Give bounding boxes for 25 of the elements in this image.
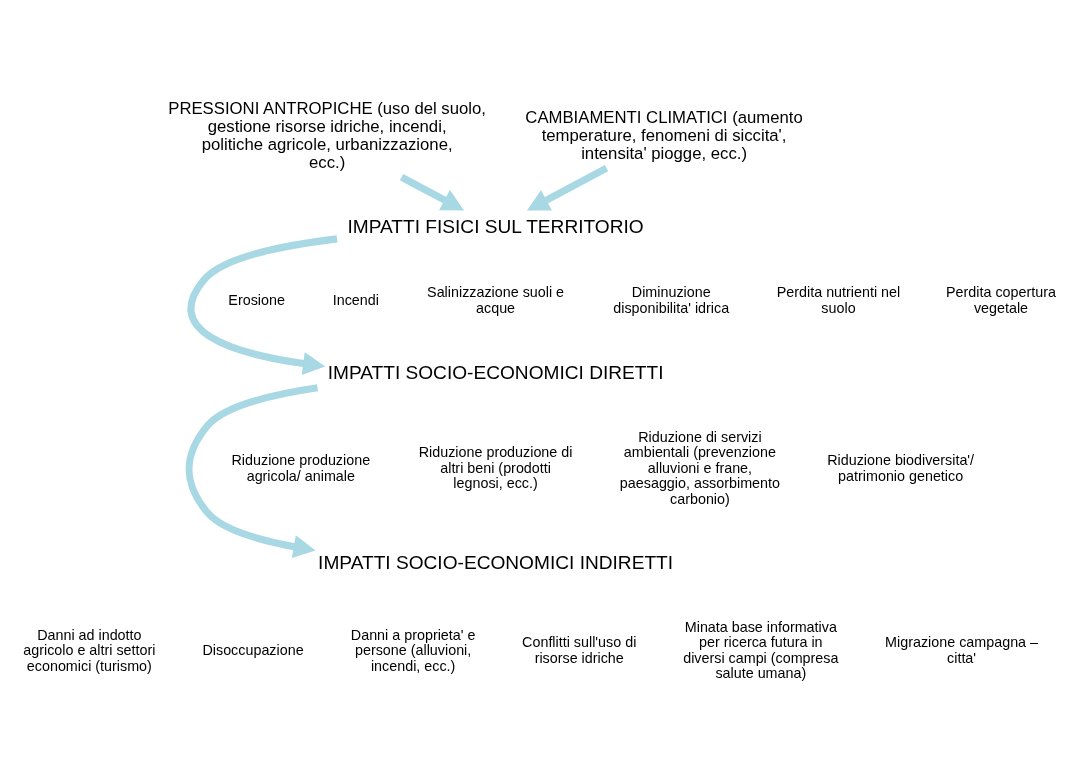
label: Danni ad indotto agricolo e altri settori economici (turismo): [23, 626, 156, 674]
label: Riduzione biodiversita'/ patrimonio genetico: [827, 451, 975, 484]
arrow: [526, 164, 609, 210]
label: Minata base informativa per ricerca futura in diversi campi (compresa salute umana): [683, 618, 839, 681]
label: Danni a proprieta' e persone (alluvioni, incendi, ecc.): [350, 626, 476, 674]
label: Salinizzazione suoli e acque: [427, 283, 565, 316]
label: Conflitti sull'uso di risorse idriche: [522, 633, 637, 666]
arrow: [185, 383, 319, 558]
label: Riduzione produzione agricola/ animale: [231, 451, 371, 484]
node-text: IMPATTI FISICI SUL TERRITORIO: [347, 215, 644, 237]
label: Riduzione produzione di altri beni (prodotti legnosi, ecc.): [418, 443, 573, 491]
label: Erosione: [228, 291, 285, 308]
label: Migrazione campagna – citta': [885, 633, 1039, 666]
node-text: IMPATTI SOCIO-ECONOMICI DIRETTI: [327, 361, 664, 383]
label: Disoccupazione: [202, 641, 304, 658]
label: Diminuzione disponibilita' idrica: [613, 283, 730, 316]
label: Perdita nutrienti nel suolo: [776, 283, 901, 316]
label: Perdita copertura vegetale: [946, 283, 1056, 316]
label: Incendi: [332, 291, 379, 308]
arrow: [187, 234, 338, 375]
node-text: CAMBIAMENTI CLIMATICI (aumento temperature, fenomeni di siccita', intensita' piogge, ecc.): [525, 107, 803, 163]
label: Riduzione di servizi ambientali (prevenzione alluvioni e frane, paesaggio, assorbimento carbonio): [619, 428, 780, 507]
arrow: [399, 173, 464, 210]
node-text: PRESSIONI ANTROPICHE (uso del suolo, gestione risorse idriche, incendi, politiche agricole, urbanizzazione, ecc.): [168, 98, 486, 172]
node-text: IMPATTI SOCIO-ECONOMICI INDIRETTI: [318, 551, 674, 573]
